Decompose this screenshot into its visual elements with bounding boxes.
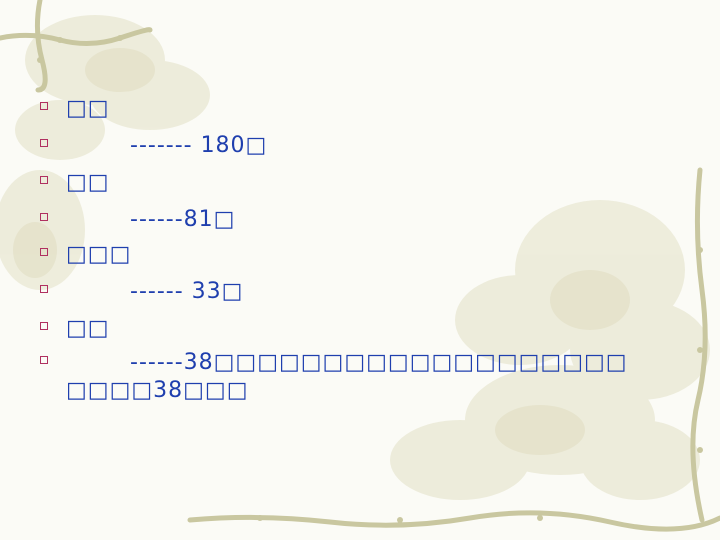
bullet-square-icon bbox=[40, 176, 48, 184]
item-text: ------- 180□ bbox=[130, 133, 268, 158]
item-text: □□ bbox=[66, 316, 110, 341]
bullet-square-icon bbox=[40, 322, 48, 330]
item-text: □□ bbox=[66, 170, 110, 195]
item-text: □□□ bbox=[66, 242, 132, 267]
item-text-continuation: □□□□38□□□ bbox=[66, 378, 249, 403]
bullet-square-icon bbox=[40, 213, 48, 221]
item-text: ------ 33□ bbox=[130, 279, 244, 304]
bullet-square-icon bbox=[40, 139, 48, 147]
item-text: □□ bbox=[66, 96, 110, 121]
bullet-square-icon bbox=[40, 102, 48, 110]
item-text: ------81□ bbox=[130, 207, 236, 232]
bullet-square-icon bbox=[40, 356, 48, 364]
bullet-square-icon bbox=[40, 285, 48, 293]
item-text: ------38□□□□□□□□□□□□□□□□□□□ bbox=[130, 350, 628, 375]
bullet-square-icon bbox=[40, 248, 48, 256]
